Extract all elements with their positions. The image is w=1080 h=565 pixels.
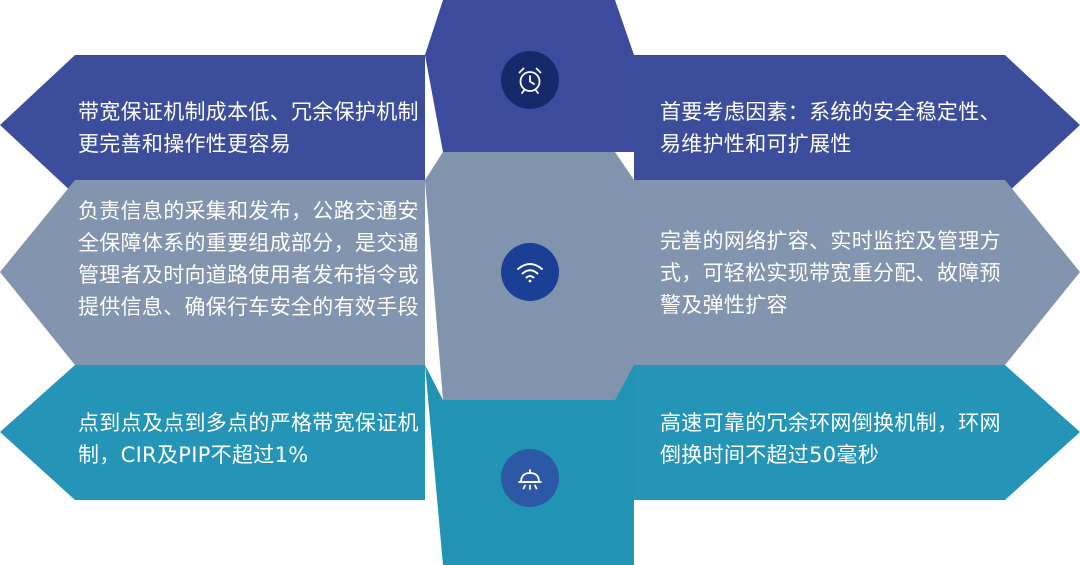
row3-left-arrow [0,365,425,500]
row3-right-text: 高速可靠的冗余环网倒换机制，环网倒换时间不超过50毫秒 [660,411,1001,467]
row1-left-text: 带宽保证机制成本低、冗余保护机制更完善和操作性更容易 [78,100,419,156]
row2-left-text: 负责信息的采集和发布，公路交通安全保障体系的重要组成部分，是交通管理者及时向道路… [78,199,419,319]
service-bell-icon [501,449,559,507]
row2-right-arrow [634,180,1080,365]
row1-right-text: 首要考虑因素：系统的安全稳定性、易维护性和可扩展性 [660,100,1001,156]
row2-left-arrow [0,180,425,365]
wifi-icon [501,243,559,301]
alarm-clock-icon [501,51,559,109]
row3-left-text: 点到点及点到多点的严格带宽保证机制，CIR及PIP不超过1% [78,411,419,467]
row2-right-text: 完善的网络扩容、实时监控及管理方式，可轻松实现带宽重分配、故障预警及弹性扩容 [660,229,1001,317]
row1-left-arrow [0,55,425,195]
row1-right-arrow [634,55,1080,195]
row3-right-arrow [634,365,1080,500]
